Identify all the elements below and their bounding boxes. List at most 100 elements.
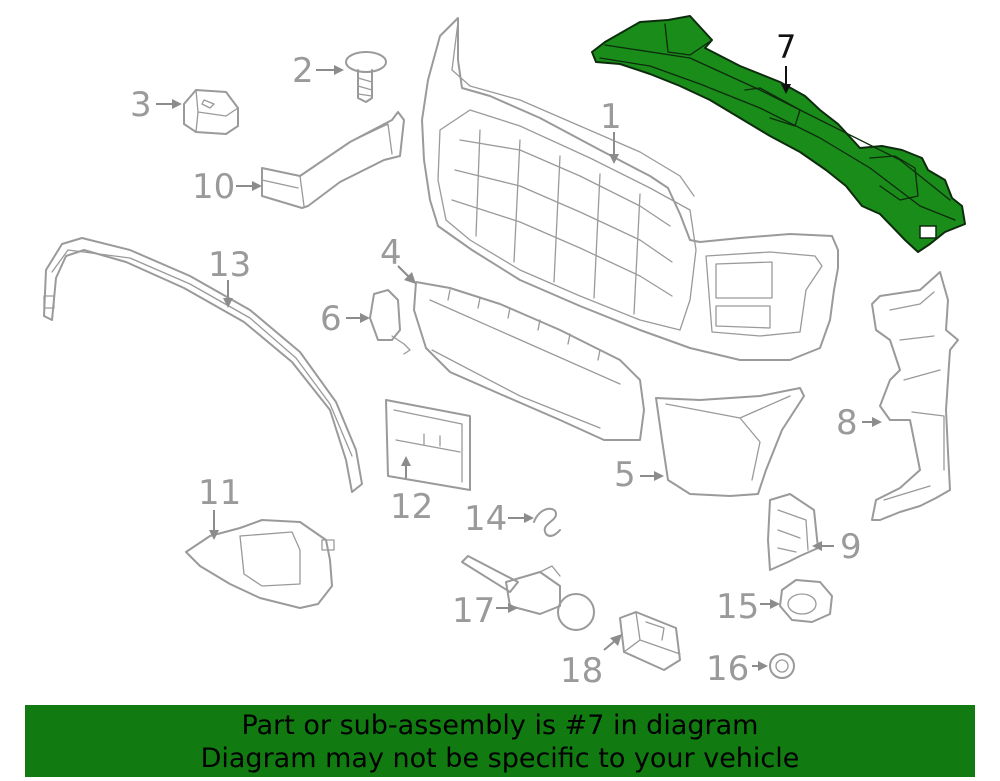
part-18-connector[interactable] xyxy=(619,611,681,671)
leader-8-arrow xyxy=(872,417,882,427)
leader-16-arrow xyxy=(758,661,768,671)
part-16-retainer-ring[interactable] xyxy=(769,653,795,679)
banner-line-2: Diagram may not be specific to your vehi… xyxy=(200,743,800,774)
part-15-sensor[interactable] xyxy=(779,579,833,623)
part-12-license-plate-bracket[interactable] xyxy=(385,399,471,491)
leader-13-arrow xyxy=(223,298,233,308)
part-11-fog-lamp-bezel[interactable] xyxy=(185,519,335,609)
part-2-head xyxy=(345,51,387,73)
part-8-bumper-side-bracket[interactable] xyxy=(871,271,959,521)
leader-4-arrow xyxy=(404,272,416,284)
part-4-tabs xyxy=(447,289,601,361)
part-10-air-deflector[interactable] xyxy=(261,111,405,209)
part-18-body xyxy=(619,611,681,671)
part-15-face xyxy=(787,593,817,615)
callout-10[interactable]: 10 xyxy=(192,167,235,207)
callout-1[interactable]: 1 xyxy=(600,97,622,137)
leader-7-arrow xyxy=(781,84,791,94)
part-17-connector xyxy=(539,565,561,577)
part-7-reinforcement[interactable] xyxy=(591,15,966,253)
part-17-cable xyxy=(461,555,519,593)
part-13-edge xyxy=(51,249,353,457)
part-7-bracket-left xyxy=(664,23,713,56)
callout-17[interactable]: 17 xyxy=(452,591,495,631)
part-3-detail xyxy=(195,89,239,133)
leader-10-arrow xyxy=(252,181,262,191)
part-11-tab xyxy=(321,539,335,551)
banner-line-1: Part or sub-assembly is #7 in diagram xyxy=(241,710,759,741)
part-16-outer xyxy=(769,653,795,679)
part-13-wheel-opening-molding[interactable] xyxy=(43,237,363,493)
part-17-head xyxy=(557,593,595,631)
callout-16[interactable]: 16 xyxy=(706,649,749,689)
part-14-clip[interactable] xyxy=(533,507,561,537)
leader-18-arrow xyxy=(610,634,622,646)
callout-3[interactable]: 3 xyxy=(130,85,152,125)
leader-2-arrow xyxy=(334,65,344,75)
callout-11[interactable]: 11 xyxy=(198,473,241,513)
leader-9-arrow xyxy=(812,541,822,551)
part-13-clip xyxy=(43,295,55,309)
part-1-grille-bars xyxy=(475,129,641,315)
part-1-outline xyxy=(421,17,839,361)
leader-12-arrow xyxy=(401,456,411,466)
callout-14[interactable]: 14 xyxy=(464,499,507,539)
callout-8[interactable]: 8 xyxy=(836,403,858,443)
callout-9[interactable]: 9 xyxy=(840,527,862,567)
leader-1-arrow xyxy=(609,154,619,164)
callout-labels: 1 2 3 4 5 6 7 8 9 10 11 12 13 14 15 16 1… xyxy=(130,28,862,691)
part-9-bracket[interactable] xyxy=(767,493,819,571)
part-6-tether xyxy=(391,335,411,355)
leader-3-arrow xyxy=(172,99,182,109)
part-9-body xyxy=(767,493,819,571)
part-11-opening xyxy=(239,531,301,587)
part-1-grille-frame xyxy=(437,109,697,331)
part-4-ribs xyxy=(429,299,621,429)
part-1-grille-mesh-3 xyxy=(451,199,673,297)
part-3-body xyxy=(183,89,239,135)
part-5-detail xyxy=(665,395,791,481)
callout-12[interactable]: 12 xyxy=(390,487,433,527)
part-8-detail xyxy=(883,291,945,501)
part-7-mount-tab xyxy=(919,225,937,239)
part-5-lower-bumper-cover[interactable] xyxy=(655,387,805,497)
callout-2[interactable]: 2 xyxy=(292,51,314,91)
callout-4[interactable]: 4 xyxy=(380,233,402,273)
leader-17-arrow xyxy=(508,603,518,613)
part-14-body xyxy=(533,507,561,537)
part-12-detail xyxy=(393,409,463,483)
leader-lines xyxy=(156,65,882,671)
leader-6-arrow xyxy=(360,313,370,323)
part-16-inner xyxy=(775,659,789,673)
callout-5[interactable]: 5 xyxy=(614,455,636,495)
highlight-notice-banner: Part or sub-assembly is #7 in diagram Di… xyxy=(25,705,975,777)
leader-14-arrow xyxy=(524,513,534,523)
part-11-body xyxy=(185,519,333,609)
part-5-body xyxy=(655,387,805,497)
part-8-body xyxy=(871,271,959,521)
part-7-body[interactable] xyxy=(591,15,966,253)
part-3-clip-nut[interactable] xyxy=(183,89,239,135)
part-10-detail xyxy=(261,123,393,207)
callout-6[interactable]: 6 xyxy=(320,299,342,339)
part-1-grille-mesh-1 xyxy=(459,139,671,227)
leader-5-arrow xyxy=(654,471,664,481)
part-2-shank xyxy=(357,69,373,103)
part-2-threads xyxy=(357,77,373,97)
callout-15[interactable]: 15 xyxy=(716,587,759,627)
part-2-screw[interactable] xyxy=(345,51,387,103)
part-6-tow-hook-cover[interactable] xyxy=(369,289,411,355)
callout-13[interactable]: 13 xyxy=(208,245,251,285)
part-4-lower-valance[interactable] xyxy=(413,281,645,441)
part-12-body xyxy=(385,399,471,491)
part-1-grille-mesh-2 xyxy=(454,169,673,263)
part-1-grille-bumper-cover[interactable] xyxy=(421,17,839,361)
leader-15-arrow xyxy=(770,599,780,609)
part-18-detail xyxy=(623,611,681,655)
callout-18[interactable]: 18 xyxy=(560,651,603,691)
part-4-body xyxy=(413,281,645,441)
part-1-headlamp-opening xyxy=(705,251,823,337)
callout-7[interactable]: 7 xyxy=(776,28,796,66)
